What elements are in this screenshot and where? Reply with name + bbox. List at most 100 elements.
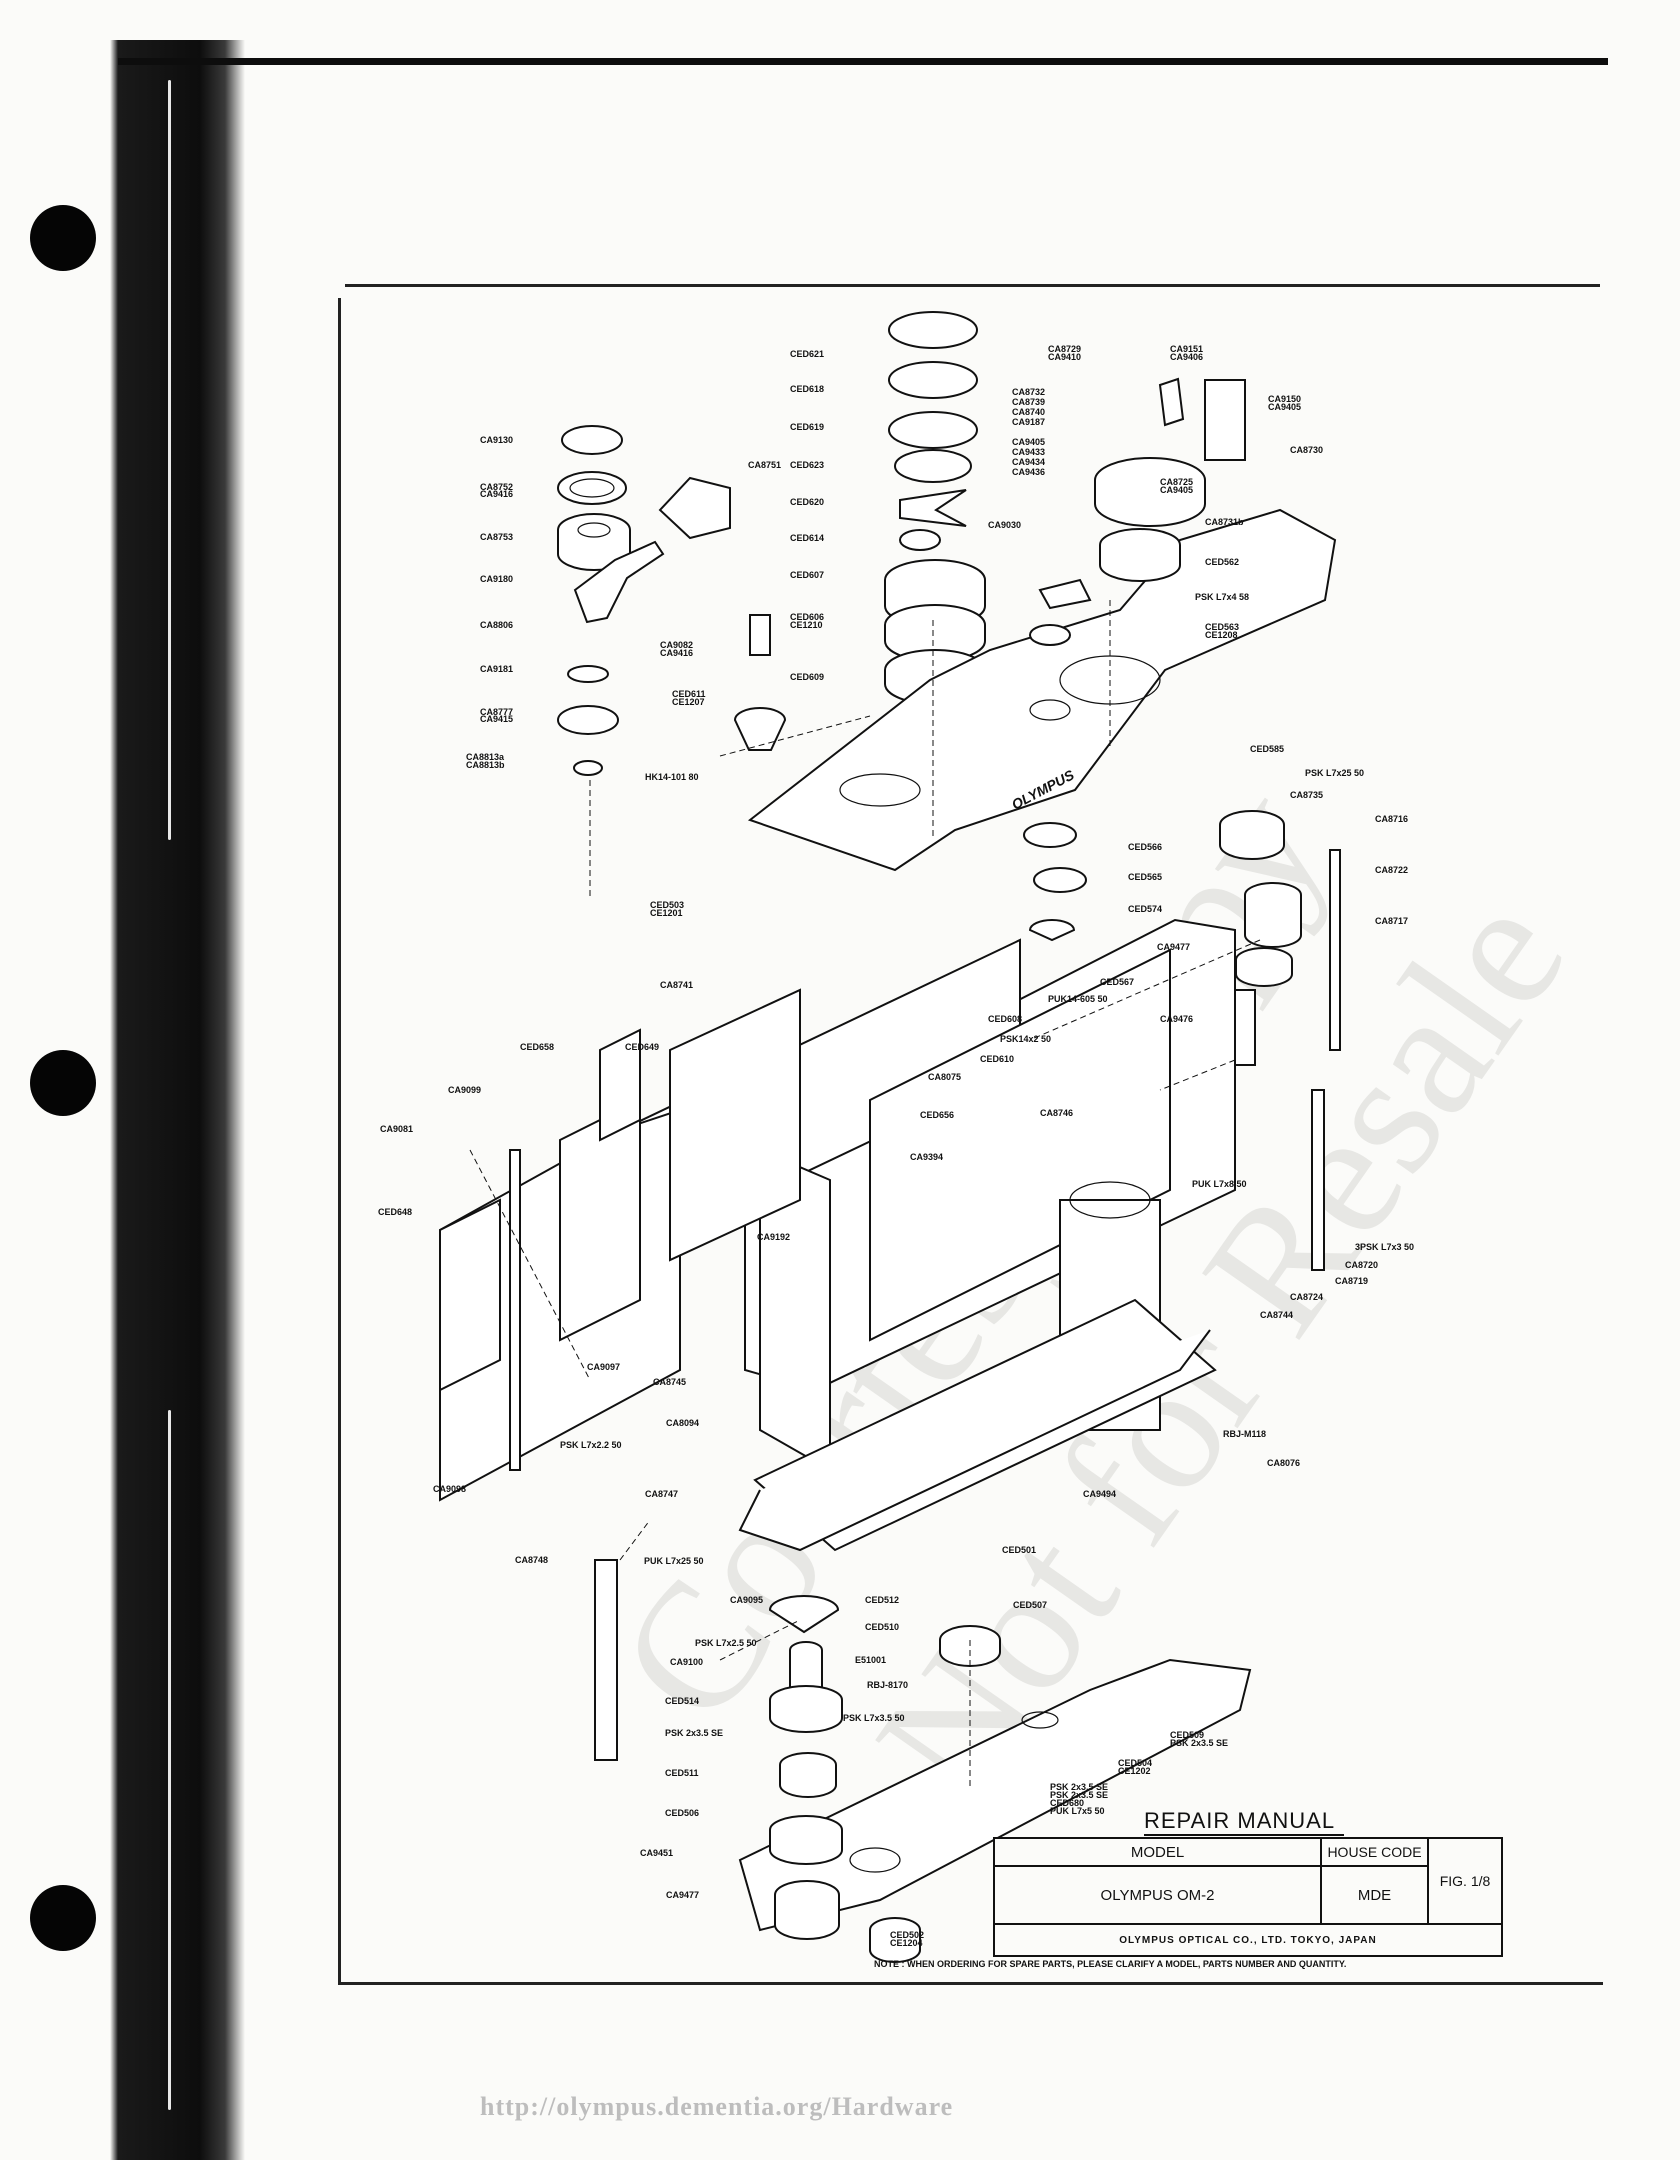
part-label: CED566 [1128, 842, 1162, 852]
part-label: CA8751 [748, 460, 781, 470]
part-label: PUK L7x5 50 [1050, 1806, 1105, 1816]
film-advance-parts [1023, 377, 1341, 1271]
part-label: PSK L7x2.2 50 [560, 1440, 622, 1450]
binder-highlight [168, 80, 171, 840]
part-label: CA8748 [515, 1555, 548, 1565]
part-label: CA9100 [670, 1657, 703, 1667]
house-code-header: HOUSE CODE [1322, 1839, 1429, 1867]
part-label: PSK14x2 50 [1000, 1034, 1051, 1044]
part-label: CE1202 [1118, 1766, 1151, 1776]
part-label: CA9097 [587, 1362, 620, 1372]
part-label: CED503 [650, 900, 684, 910]
part-label: CED608 [988, 1014, 1022, 1024]
part-label: CE1201 [650, 908, 683, 918]
punch-hole [30, 1885, 96, 1951]
part-label: PSK L7x2.5 50 [695, 1638, 757, 1648]
part-label: CA9187 [1012, 417, 1045, 427]
part-label: CED610 [980, 1054, 1014, 1064]
part-label: CED562 [1205, 557, 1239, 567]
part-label: CED507 [1013, 1600, 1047, 1610]
part-label: CED506 [665, 1808, 699, 1818]
part-label: CA8717 [1375, 916, 1408, 926]
part-label: CED504 [1118, 1758, 1152, 1768]
part-label: CA8746 [1040, 1108, 1073, 1118]
part-label: CED574 [1128, 904, 1162, 914]
heading-underline [1144, 1834, 1344, 1836]
part-label: CA8729 [1048, 344, 1081, 354]
part-label: CA9436 [1012, 467, 1045, 477]
part-label: CA9415 [480, 714, 513, 724]
diagram-top-border [345, 284, 1600, 287]
part-label: PUK L7x8 50 [1192, 1179, 1247, 1189]
part-label: HK14-101 80 [645, 772, 699, 782]
part-label: CA8744 [1260, 1310, 1293, 1320]
part-label: CA9476 [1160, 1014, 1193, 1024]
part-label: CA9150 [1268, 394, 1301, 404]
part-label: CED585 [1250, 744, 1284, 754]
part-label: CA9081 [380, 1124, 413, 1134]
part-label: CA9406 [1170, 352, 1203, 362]
part-label: CA9130 [480, 435, 513, 445]
part-label: CA8747 [645, 1489, 678, 1499]
part-label: CA9098 [433, 1484, 466, 1494]
part-label: CED614 [790, 533, 824, 543]
model-header: MODEL [995, 1839, 1322, 1867]
part-label: CA9192 [757, 1232, 790, 1242]
repair-manual-heading: REPAIR MANUAL [1144, 1808, 1336, 1833]
company-name: OLYMPUS OPTICAL CO., LTD. TOKYO, JAPAN [1119, 1934, 1377, 1946]
part-label: CA8076 [1267, 1458, 1300, 1468]
part-labels: CA9130CA8752CA9416CA8751CA8753CA9180CA88… [378, 344, 1414, 1948]
title-block: MODEL HOUSE CODE OLYMPUS OM-2 MDE FIG. 1… [993, 1837, 1503, 1957]
part-label: CA9394 [910, 1152, 943, 1162]
part-label: CED501 [1002, 1545, 1036, 1555]
part-label: CA9477 [1157, 942, 1190, 952]
part-label: CA9181 [480, 664, 513, 674]
part-label: CA9082 [660, 640, 693, 650]
part-label: PSK 2x3.5 SE [665, 1728, 723, 1738]
part-label: CED510 [865, 1622, 899, 1632]
part-label: CA9099 [448, 1085, 481, 1095]
binder-highlight [168, 1410, 171, 2110]
part-label: PSK 2x3.5 SE [1170, 1738, 1228, 1748]
part-label: CA8725 [1160, 477, 1193, 487]
part-label: 3PSK L7x3 50 [1355, 1242, 1414, 1252]
part-label: CA9405 [1012, 437, 1045, 447]
part-label: CA8739 [1012, 397, 1045, 407]
part-label: CED658 [520, 1042, 554, 1052]
part-label: PSK L7x3.5 50 [843, 1713, 905, 1723]
part-label: CED611 [672, 689, 706, 699]
part-label: CA9494 [1083, 1489, 1116, 1499]
part-label: CA9030 [988, 520, 1021, 530]
part-label: CA9433 [1012, 447, 1045, 457]
punch-hole [30, 1050, 96, 1116]
part-label: CA8720 [1345, 1260, 1378, 1270]
part-label: CED648 [378, 1207, 412, 1217]
part-label: CED606 [790, 612, 824, 622]
punch-hole [30, 205, 96, 271]
part-label: CA8813a [466, 752, 505, 762]
part-label: CA8740 [1012, 407, 1045, 417]
part-label: CED620 [790, 497, 824, 507]
diagram-left-border [338, 298, 341, 1983]
part-label: CED680 [1050, 1798, 1084, 1808]
body-covering-plates [439, 1028, 641, 1761]
part-label: CA9405 [1160, 485, 1193, 495]
part-label: CA8745 [653, 1377, 686, 1387]
part-label: CA8735 [1290, 790, 1323, 800]
part-label: CA8719 [1335, 1276, 1368, 1286]
part-label: CED514 [665, 1696, 699, 1706]
part-label: CED509 [1170, 1730, 1204, 1740]
part-label: CA9095 [730, 1595, 763, 1605]
part-label: PUK L7x25 50 [644, 1556, 704, 1566]
part-label: CA8813b [466, 760, 505, 770]
part-label: CA8777 [480, 707, 513, 717]
part-label: CED502 [890, 1930, 924, 1940]
part-label: CED649 [625, 1042, 659, 1052]
part-label: CED565 [1128, 872, 1162, 882]
part-label: PUK14-605 50 [1048, 994, 1108, 1004]
part-label: CA8094 [666, 1418, 699, 1428]
part-label: CA8075 [928, 1072, 961, 1082]
source-url: http://olympus.dementia.org/Hardware [480, 2092, 954, 2121]
part-label: CA8724 [1290, 1292, 1323, 1302]
